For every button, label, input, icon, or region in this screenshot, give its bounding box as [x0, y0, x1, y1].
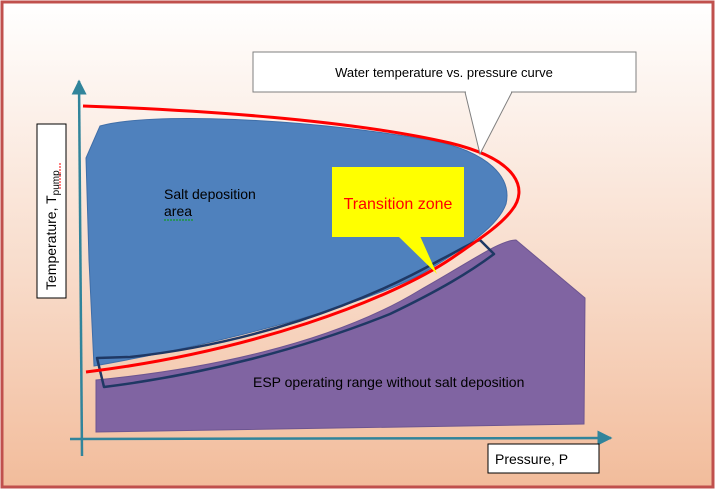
transition-callout-text: Transition zone [344, 196, 453, 213]
transition-callout-pointer [398, 236, 437, 274]
y-axis-label-sub: pump [51, 170, 62, 195]
y-axis-label-main: Temperature, T [43, 195, 59, 290]
y-axis-label: Temperature, Tpump [43, 170, 62, 290]
y-axis-label-box [36, 123, 67, 299]
x-axis [69, 430, 613, 446]
x-axis-label: Pressure, P [495, 451, 568, 467]
x-axis-label-box [487, 443, 600, 474]
water-temperature-pressure-curve [82, 104, 521, 374]
salt-deposition-label-line1: Salt deposition [164, 186, 256, 202]
y-axis [71, 79, 87, 457]
transition-callout-box [332, 167, 464, 237]
esp-operating-region [95, 239, 586, 433]
curve-callout-text: Water temperature vs. pressure curve [335, 65, 553, 80]
curve-callout-box [252, 51, 637, 93]
transition-band-outline [95, 238, 496, 389]
esp-range-label: ESP operating range without salt deposit… [253, 374, 524, 390]
salt-deposition-label-line2: area [164, 203, 192, 219]
